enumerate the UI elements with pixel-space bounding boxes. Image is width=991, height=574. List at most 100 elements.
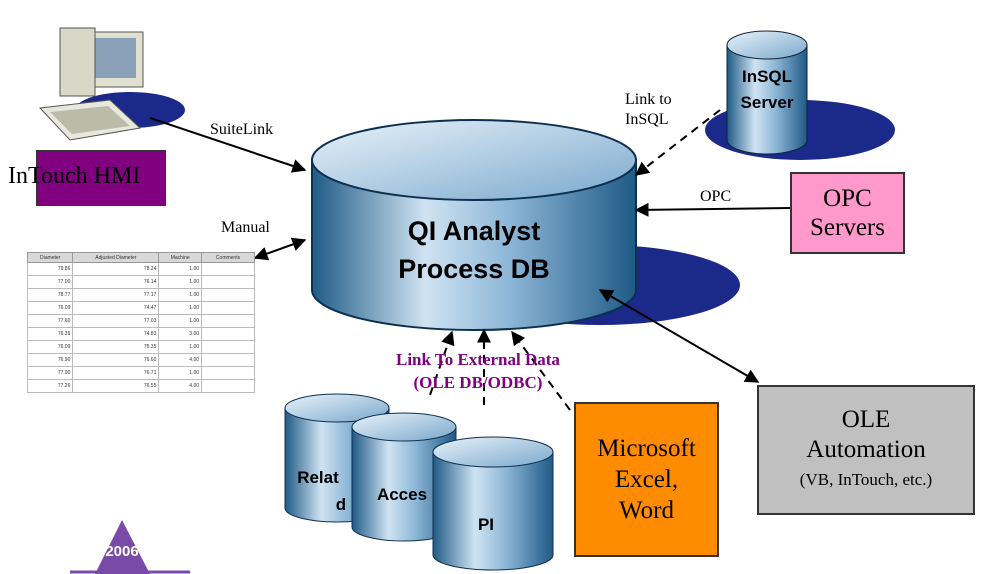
relational-label-line2: d	[336, 495, 346, 514]
grid-cell: 77.26	[26, 379, 74, 393]
grid-cell: 4.00	[158, 379, 203, 393]
ole-line1: OLE	[841, 406, 891, 433]
pi-db-cylinder	[432, 436, 554, 571]
excel-link-arrow	[511, 330, 571, 411]
opc-line1: OPC	[823, 185, 872, 212]
grid-cell: 79.86	[26, 262, 74, 276]
grid-header: Adjusted Diameter	[72, 252, 160, 263]
grid-cell	[201, 275, 255, 289]
grid-cell: 76.39	[26, 327, 74, 341]
ole-line2: Automation	[806, 436, 926, 463]
external-line1: Link To External Data	[396, 350, 560, 369]
logo-year: 2006	[105, 543, 138, 560]
grid-cell: 1.00	[158, 366, 203, 380]
suitelink-label: SuiteLink	[210, 121, 274, 138]
insql-line2: Server	[741, 93, 794, 112]
grid-header: Diameter	[26, 252, 74, 263]
pi-label: PI	[478, 515, 494, 534]
excel-line3: Word	[619, 497, 674, 524]
intouch-hmi-box	[36, 150, 166, 206]
grid-cell: 74.47	[72, 301, 160, 315]
grid-cell: 77.90	[26, 366, 74, 380]
ole-line3: (VB, InTouch, etc.)	[799, 470, 933, 489]
grid-cell: 77.03	[72, 314, 160, 328]
relational-link-arrow	[429, 330, 455, 396]
ole-automation-box: OLE Automation (VB, InTouch, etc.)	[757, 385, 975, 515]
grid-cell: 76.71	[72, 366, 160, 380]
grid-cell: 78.24	[72, 262, 160, 276]
ole-arrow	[598, 289, 760, 383]
grid-cell: 76.90	[26, 353, 74, 367]
insql-link-arrow	[634, 109, 721, 176]
excel-line2: Excel,	[614, 466, 679, 493]
grid-header: Machine	[158, 252, 203, 263]
grid-cell: 76.14	[72, 275, 160, 289]
external-data-label: Link To External Data (OLE DB/ODBC)	[396, 348, 560, 394]
grid-cell: 76.09	[26, 301, 74, 315]
grid-cell: 1.00	[158, 275, 203, 289]
grid-cell: 4.00	[158, 353, 203, 367]
grid-cell	[201, 353, 255, 367]
insql-link-line1: Link to	[625, 91, 672, 108]
grid-cell: 76.60	[72, 353, 160, 367]
grid-cell	[201, 379, 255, 393]
grid-cell: 1.00	[158, 301, 203, 315]
grid-cell	[201, 366, 255, 380]
grid-cell: 75.35	[72, 340, 160, 354]
insql-link-line2: InSQL	[625, 111, 669, 128]
grid-cell	[201, 288, 255, 302]
grid-cell: 74.83	[72, 327, 160, 341]
manual-label: Manual	[221, 219, 270, 236]
insql-server-cylinder	[705, 30, 895, 160]
grid-cell: 1.00	[158, 262, 203, 276]
grid-cell	[201, 301, 255, 315]
relational-label-line1: Relat	[297, 468, 339, 487]
computer-icon	[38, 27, 185, 141]
data-grid: Diameter Adjusted Diameter Machine Comme…	[26, 252, 255, 393]
excel-line1: Microsoft	[597, 435, 696, 462]
connectors	[149, 109, 791, 411]
access-label: Acces	[377, 485, 427, 504]
main-db-line1: QI Analyst	[408, 216, 541, 246]
grid-cell: 76.55	[72, 379, 160, 393]
grid-cell: 77.17	[72, 288, 160, 302]
opc-servers-box: OPC Servers	[790, 172, 905, 254]
grid-cell: 78.77	[26, 288, 74, 302]
grid-cell	[201, 314, 255, 328]
grid-cell	[201, 340, 255, 354]
opc-arrow	[634, 202, 791, 217]
logo-2006: 2006	[70, 520, 190, 574]
intouch-hmi-label: InTouch HMI	[8, 163, 141, 189]
grid-cell: 77.60	[26, 314, 74, 328]
grid-cell: 3.00	[158, 327, 203, 341]
insql-link-label: Link to InSQL	[625, 90, 672, 130]
manual-arrow	[253, 237, 307, 261]
opc-link-label: OPC	[700, 188, 732, 205]
grid-cell: 1.00	[158, 288, 203, 302]
grid-cell	[201, 327, 255, 341]
grid-header-row: Diameter Adjusted Diameter Machine Comme…	[26, 252, 255, 263]
grid-header: Comments	[201, 252, 255, 263]
grid-cell: 1.00	[158, 340, 203, 354]
insql-line1: InSQL	[742, 67, 792, 86]
grid-cell: 76.09	[26, 340, 74, 354]
main-db-line2: Process DB	[398, 254, 550, 284]
suitelink-arrow	[149, 117, 307, 173]
grid-cell: 1.00	[158, 314, 203, 328]
grid-cell: 77.00	[26, 275, 74, 289]
excel-word-box: Microsoft Excel, Word	[574, 402, 719, 557]
grid-cell	[201, 262, 255, 276]
external-line2: (OLE DB/ODBC)	[413, 373, 543, 392]
